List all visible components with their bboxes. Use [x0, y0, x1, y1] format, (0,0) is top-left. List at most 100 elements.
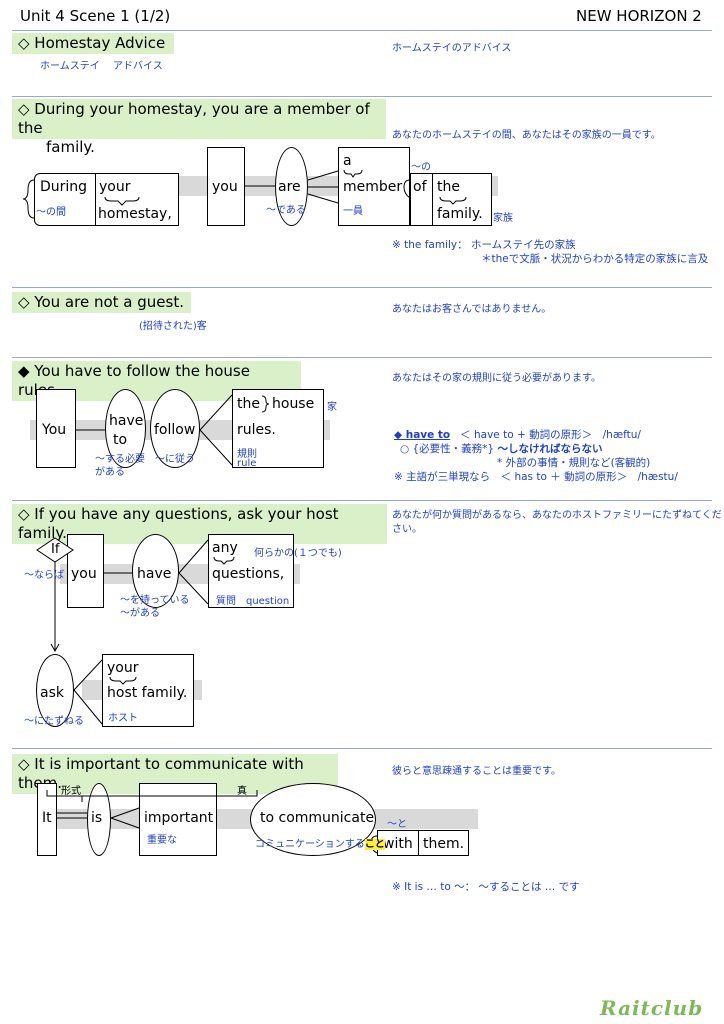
- divider: [12, 96, 712, 97]
- complement-box: [139, 783, 217, 856]
- the-family-box: [432, 173, 492, 226]
- gloss-of: ～の: [411, 162, 431, 173]
- word-to: to: [113, 432, 128, 448]
- sentence-3: ◇ You are not a guest.: [12, 292, 191, 313]
- word-the: the: [437, 179, 460, 195]
- translation-3: あなたはお客さんではありません。: [392, 304, 552, 315]
- word-any: any: [212, 540, 238, 556]
- subject-box: [207, 147, 245, 226]
- gloss-important: 重要な: [147, 835, 177, 846]
- word-family: family.: [437, 206, 483, 222]
- gloss-guest: (招待された)客: [139, 321, 207, 332]
- verb-oval: [275, 147, 308, 226]
- word-house: house: [272, 396, 315, 412]
- word-is: is: [91, 810, 103, 826]
- unit-title: Unit 4 Scene 1 (1/2): [20, 7, 171, 25]
- gloss-house: 家: [327, 402, 337, 413]
- note-have-to-line2: ○ {必要性・義務*} ～しなければならない: [400, 441, 602, 456]
- sentence-1: ◇ Homestay Advice: [12, 33, 174, 54]
- verb-oval: [87, 783, 111, 856]
- word-you: You: [42, 422, 67, 438]
- sentence-2-line1: ◇ During your homestay, you are a member…: [18, 100, 370, 137]
- textbook-title: NEW HORIZON 2: [576, 7, 702, 25]
- gloss-communicate-verb: コミュニケーションする: [255, 839, 365, 850]
- translation-6: 彼らと意思疎通することは重要です。: [392, 766, 561, 777]
- gloss-advice: アドバイス: [113, 61, 163, 72]
- word-it: It: [42, 810, 52, 826]
- sentence-2-line2: family.: [46, 138, 95, 156]
- gloss-if: ～ならば: [24, 570, 64, 581]
- translation-5-line1: あなたが何か質問があるなら、あなたのホストファミリーにたずねてくだ: [392, 510, 722, 521]
- object-box: [232, 389, 324, 468]
- gloss-have-1: ～を持っている: [120, 595, 190, 606]
- gloss-rules-1: 規則: [237, 449, 257, 460]
- word-homestay: homestay,: [98, 206, 172, 222]
- word-a: a: [343, 153, 352, 169]
- gloss-during: ～の間: [36, 207, 66, 218]
- complement-box: [338, 147, 410, 226]
- gloss-homestay: ホームステイ: [40, 61, 100, 72]
- word-if: If: [51, 542, 60, 557]
- gloss-are: ～である: [266, 205, 306, 216]
- gloss-follow: ～に従う: [155, 454, 195, 465]
- gloss-rules-2: rule: [237, 458, 257, 469]
- translation-1: ホームステイのアドバイス: [392, 43, 512, 54]
- word-during: During: [40, 179, 88, 195]
- sentence-2: ◇ During your homestay, you are a member…: [12, 99, 386, 156]
- object-box: [102, 654, 194, 727]
- note-necessity: ○ {必要性・義務*}: [400, 443, 495, 455]
- word-with: with: [383, 836, 413, 852]
- gloss-member: 一員: [343, 206, 363, 217]
- word-you: you: [71, 566, 97, 582]
- word-your: your: [107, 660, 139, 676]
- word-to-communicate: to communicate: [260, 810, 375, 826]
- formal-subject-box: [37, 783, 57, 856]
- gloss-any: 何らかの(１つでも): [254, 548, 342, 559]
- word-you: you: [212, 179, 238, 195]
- translation-5-line2: さい。: [392, 524, 422, 535]
- gloss-koto-highlight: こと: [364, 839, 385, 850]
- note-must: ～しなければならない: [497, 443, 603, 455]
- verb-oval: [150, 389, 200, 468]
- divider: [12, 287, 712, 288]
- gloss-have-to-1: ～する必要: [95, 454, 145, 465]
- word-ask: ask: [40, 685, 64, 701]
- gloss-host: ホスト: [108, 713, 138, 724]
- note-have-to-head: ◆ have to: [394, 429, 451, 441]
- note-have-to-line1: ◆ have to ＜ have to + 動詞の原形＞ /hæftu/: [394, 427, 641, 442]
- them-box: [418, 830, 469, 856]
- gloss-have-2: ～がある: [120, 608, 160, 619]
- subject-box: [67, 534, 104, 608]
- word-them: them.: [423, 836, 465, 852]
- divider: [12, 357, 712, 358]
- word-have: have: [137, 566, 172, 582]
- true-subject-oval: [250, 783, 376, 856]
- word-the: the: [237, 396, 260, 412]
- object-box: [208, 534, 294, 608]
- gloss-ask: ～にたずねる: [24, 716, 84, 727]
- gloss-communicate: コミュニケーションすること: [255, 835, 385, 850]
- word-of: of: [413, 179, 427, 195]
- subject-box: [36, 389, 76, 468]
- word-host-family: host family.: [107, 685, 188, 701]
- word-are: are: [278, 179, 301, 195]
- note-have-to-form: ＜ have to + 動詞の原形＞ /hæftu/: [460, 429, 641, 441]
- gloss-with: ～と: [387, 819, 407, 830]
- note-it-to: ※ It is … to ～： ～することは … です: [392, 881, 580, 893]
- word-questions: questions,: [212, 566, 285, 582]
- divider: [12, 748, 712, 749]
- noun-phrase-box: [95, 173, 179, 226]
- label-true: 真: [237, 786, 247, 797]
- gloss-family: 家族: [493, 213, 513, 224]
- gloss-questions: 質問 question: [216, 596, 290, 607]
- note-the-family: ※ the family： ホームステイ先の家族: [392, 239, 576, 251]
- note-has-to: ※ 主語が三単現なら ＜ has to ＋ 動詞の原形＞ /hæstu/: [394, 471, 678, 483]
- gloss-have-to-2: がある: [95, 467, 125, 478]
- verb-ask-oval: [36, 654, 74, 727]
- note-external: * 外部の事情・規則など(客観的): [497, 457, 651, 469]
- divider: [12, 500, 712, 501]
